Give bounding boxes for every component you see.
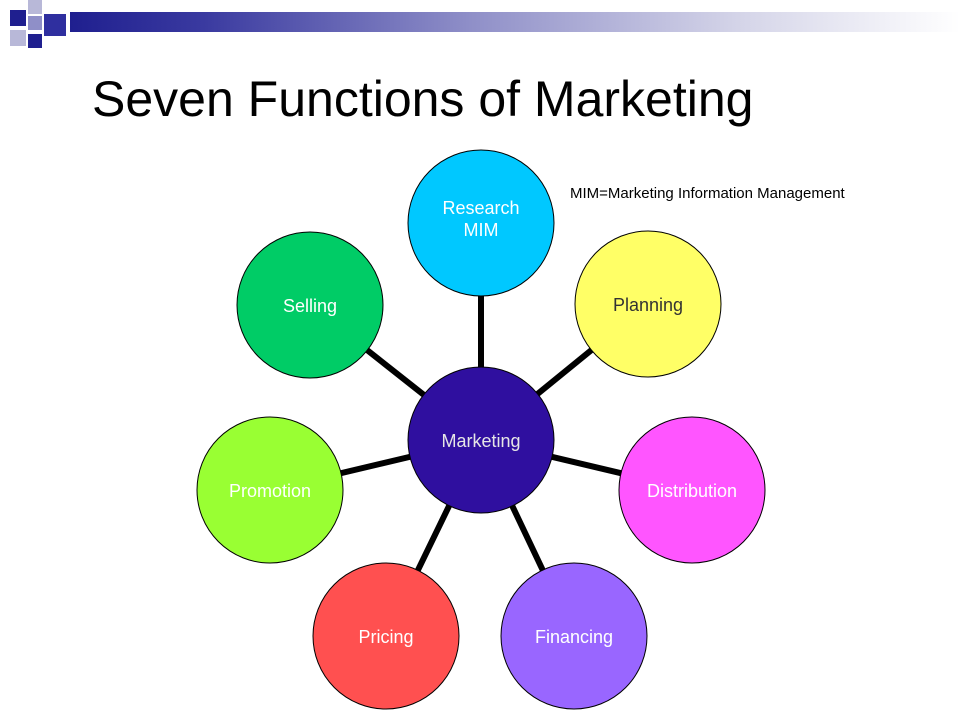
- node-selling: Selling: [236, 231, 384, 379]
- header-gradient-bar: [70, 12, 960, 32]
- corner-decoration: [0, 0, 80, 60]
- node-label-promotion: Promotion: [229, 481, 311, 501]
- center-node: Marketing: [407, 366, 555, 514]
- node-label-financing: Financing: [535, 627, 613, 647]
- node-circle-selling: [236, 231, 384, 379]
- slide-title: Seven Functions of Marketing: [92, 71, 754, 127]
- mim-definition-note: MIM=Marketing Information Management: [570, 185, 845, 202]
- node-label-planning: Planning: [613, 295, 683, 315]
- node-circle-promotion: [196, 416, 344, 564]
- node-label-research: Research: [442, 198, 519, 218]
- node-planning: Planning: [574, 230, 722, 378]
- node-circle-pricing: [312, 562, 460, 710]
- node-label-distribution: Distribution: [647, 481, 737, 501]
- node-label-research: MIM: [464, 220, 499, 240]
- node-circle-distribution: [618, 416, 766, 564]
- node-circle-research: [407, 149, 555, 297]
- node-circle-financing: [500, 562, 648, 710]
- center-label: Marketing: [441, 431, 520, 451]
- node-circle-planning: [574, 230, 722, 378]
- node-label-pricing: Pricing: [358, 627, 413, 647]
- node-distribution: Distribution: [618, 416, 766, 564]
- center-circle: [407, 366, 555, 514]
- node-financing: Financing: [500, 562, 648, 710]
- node-label-selling: Selling: [283, 296, 337, 316]
- node-pricing: Pricing: [312, 562, 460, 710]
- node-promotion: Promotion: [196, 416, 344, 564]
